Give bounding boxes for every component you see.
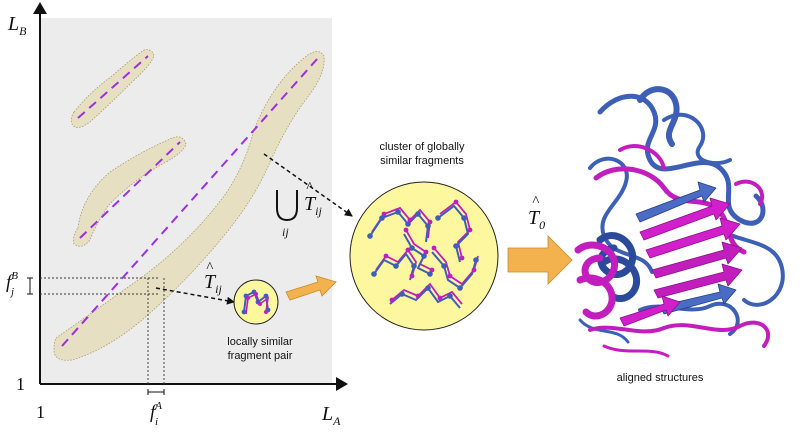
cluster-label-1: cluster of globally — [380, 141, 465, 153]
orange-arrow-1 — [285, 275, 337, 301]
fj-guides — [40, 277, 165, 384]
axes — [33, 2, 348, 391]
origin-y-label: 1 — [16, 374, 25, 394]
cluster-label-2: similar fragments — [380, 155, 464, 167]
t-ij-label: Tij — [204, 271, 222, 296]
t0-hat: ^ — [532, 194, 540, 210]
origin-x-label: 1 — [36, 402, 45, 422]
local-pair-label-2: fragment pair — [228, 350, 293, 362]
union-t-label: Tij — [304, 193, 322, 218]
alignment-dashes — [61, 55, 319, 347]
fj-bracket — [27, 277, 33, 295]
orange-arrow-2 — [507, 235, 573, 285]
aligned-label: aligned structures — [617, 372, 704, 384]
union-t-hat: ^ — [306, 180, 314, 196]
t-ij-hat: ^ — [206, 260, 214, 276]
dash-line-main — [61, 57, 319, 347]
dash-line-middle — [79, 141, 181, 239]
cluster-circle — [349, 181, 499, 331]
pointer-arrows — [155, 153, 353, 305]
union-symbol — [276, 190, 298, 222]
aligned-structures-illustration — [574, 86, 785, 358]
x-axis-label: LA — [321, 403, 341, 428]
dash-line-top — [77, 55, 149, 119]
pointer-to-cluster — [263, 153, 353, 217]
pointer-to-pair — [155, 287, 235, 305]
x-axis-arrow — [336, 377, 348, 391]
y-axis-label: LB — [7, 13, 27, 38]
local-pair-circle — [233, 279, 279, 325]
t0-label: T0 — [528, 207, 545, 232]
band-main — [53, 51, 325, 361]
union-sub: ij — [282, 225, 289, 239]
y-axis-arrow — [33, 2, 47, 14]
local-pair-label-1: locally similar — [227, 336, 293, 348]
fi-bracket — [147, 389, 165, 395]
